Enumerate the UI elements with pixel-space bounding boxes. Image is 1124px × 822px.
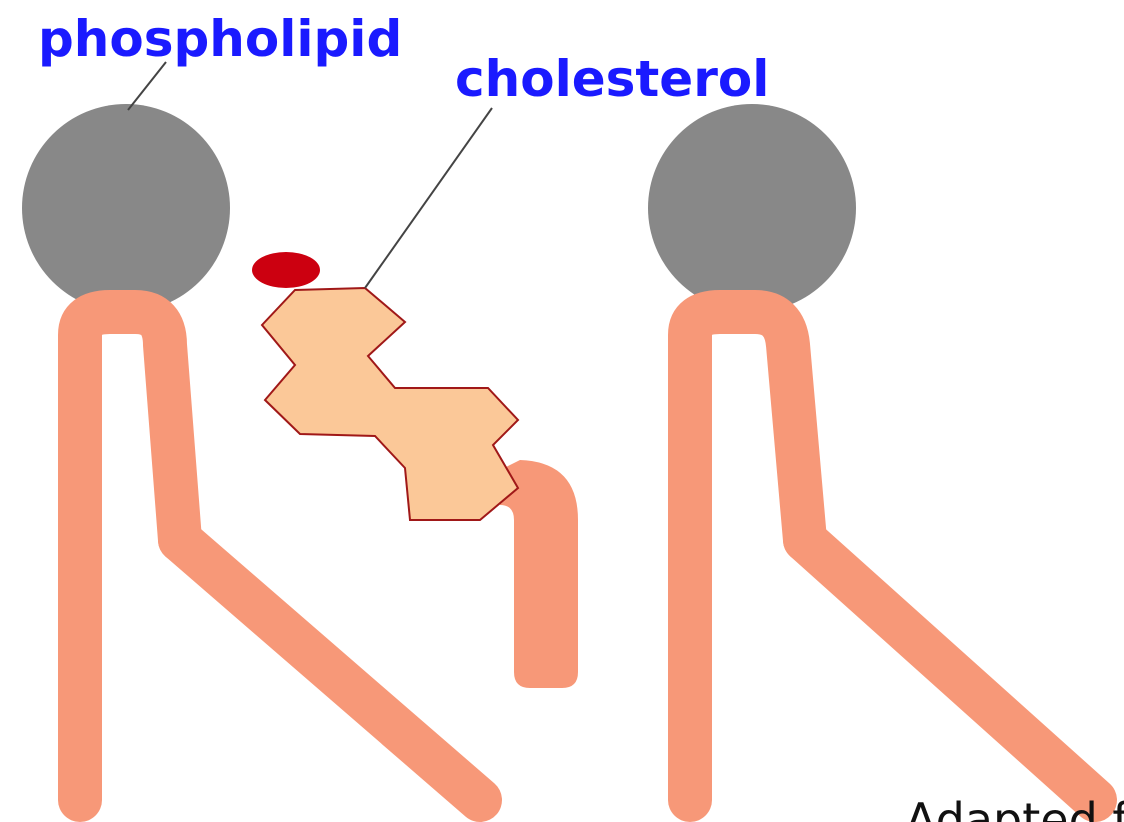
phospholipid-right-tail-1 [690,312,805,800]
phospholipid-left-head [22,104,230,312]
phospholipid-left-tail-2 [180,540,480,800]
phospholipid-leader-line [128,62,166,110]
credit-text: Adapted f [905,793,1124,822]
cholesterol-leader-line [365,108,492,288]
phospholipid-label: phospholipid [38,10,402,68]
phospholipid-right-head [648,104,856,312]
phospholipid-right [648,104,1095,800]
phospholipid-right-tail-2 [805,540,1095,800]
cholesterol-hydroxyl-group [252,252,320,288]
cholesterol-ring [262,288,518,520]
cholesterol-label: cholesterol [455,50,769,108]
